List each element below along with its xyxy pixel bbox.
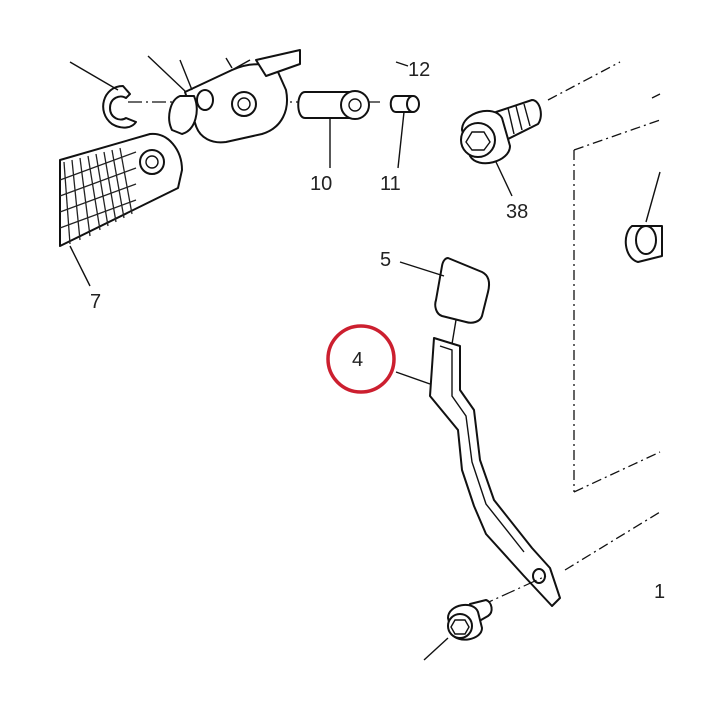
pedal-lever-part-4 [395,337,561,607]
callout-11: 11 [380,173,401,195]
right-edge-part [624,171,663,263]
callout-edge: 1 [654,581,665,603]
callout-10: 10 [310,173,332,195]
callout-7: 7 [90,291,101,313]
e-clip-part [69,61,137,129]
leader-part-12 [395,61,409,67]
pin-part-10 [297,90,370,168]
callout-5: 5 [380,249,391,271]
callout-38: 38 [506,201,528,223]
spring-part-7 [59,132,183,287]
pedal-pad-part-5 [399,257,491,345]
cap-screw-part-38 [460,99,542,197]
callout-4: 4 [352,349,363,371]
lever-bolt-centerline [479,575,547,607]
housing-frame-outline [547,61,661,571]
pin-part-11 [389,95,420,169]
highlight-circle [326,324,396,394]
link-assembly-part [147,49,301,144]
callout-12: 12 [408,59,430,81]
small-cap-screw-part [423,599,493,661]
